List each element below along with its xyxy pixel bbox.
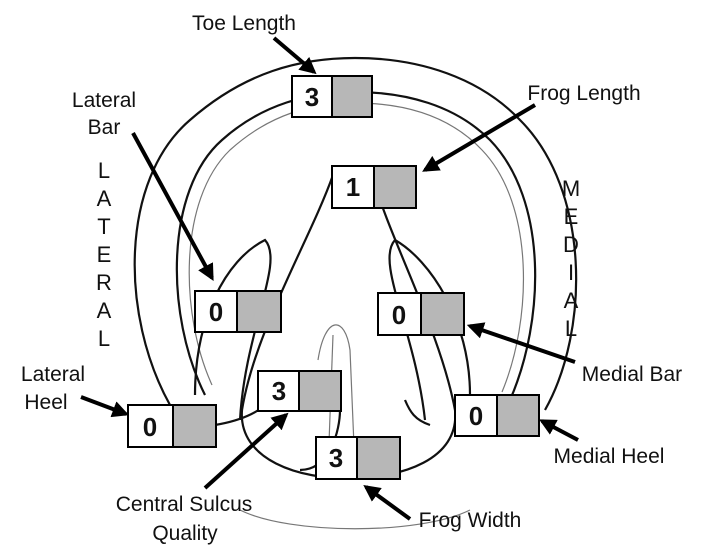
frog-width-score: 3	[329, 443, 343, 473]
lateral-bar-score: 0	[209, 297, 223, 327]
frog-length-score-box: 1	[332, 166, 416, 208]
frog-width-arrow	[366, 487, 410, 519]
medial-bar-score-box: 0	[378, 293, 464, 335]
central-sulcus-label-line2: Quality	[152, 522, 218, 545]
lateral-heel-label-line2: Heel	[24, 391, 67, 414]
central-sulcus-score: 3	[272, 376, 286, 406]
lateral-heel-score: 0	[143, 412, 157, 442]
medial-heel-score: 0	[469, 401, 483, 431]
frog-width-score-box: 3	[316, 437, 400, 479]
lateral-bar-label-line2: Bar	[88, 116, 121, 139]
central-sulcus-arrow	[205, 415, 286, 488]
lateral-letter: T	[97, 214, 110, 239]
frog-length-score: 1	[346, 172, 360, 202]
lateral-letter: L	[98, 326, 110, 351]
medial-letter: E	[564, 204, 579, 229]
medial-letter: M	[562, 176, 580, 201]
medial-letter: D	[563, 232, 579, 257]
medial-heel-score-box: 0	[455, 395, 539, 436]
lateral-letter: A	[97, 186, 112, 211]
medial-bar-score: 0	[392, 300, 406, 330]
medial-bar-label: Medial Bar	[582, 363, 682, 386]
toe-length-score-box: 3	[292, 76, 372, 117]
lateral-bar-arrow	[133, 133, 212, 278]
frog-length-arrow	[425, 105, 535, 170]
medial-letter: A	[564, 288, 579, 313]
frog-width-label: Frog Width	[419, 509, 522, 532]
medial-bar-arrow	[470, 326, 575, 362]
frog-length-label: Frog Length	[527, 82, 640, 105]
toe-length-label: Toe Length	[192, 12, 296, 35]
medial-heel-label: Medial Heel	[554, 445, 665, 468]
toe-length-score: 3	[305, 82, 319, 112]
central-sulcus-label-line1: Central Sulcus	[116, 493, 253, 516]
lateral-bar-label-line1: Lateral	[72, 89, 136, 112]
central-sulcus-score-box: 3	[258, 371, 341, 411]
lateral-letter: R	[96, 270, 112, 295]
lateral-heel-arrow	[81, 397, 126, 414]
medial-letter: I	[568, 260, 574, 285]
medial-letter: L	[565, 316, 577, 341]
lateral-heel-score-box: 0	[128, 405, 216, 447]
lateral-heel-label-line1: Lateral	[21, 363, 85, 386]
toe-length-arrow	[274, 38, 314, 72]
lateral-bar-score-box: 0	[195, 291, 281, 332]
lateral-letter: L	[98, 158, 110, 183]
lateral-letter: E	[97, 242, 112, 267]
medial-heel-arrow	[542, 421, 578, 440]
lateral-letter: A	[97, 298, 112, 323]
